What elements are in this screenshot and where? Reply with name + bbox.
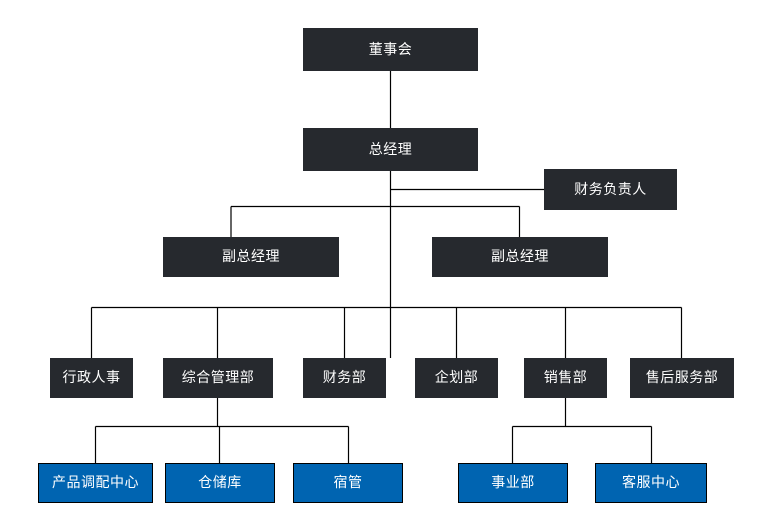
node-label-general-manager: 总经理: [368, 141, 413, 158]
node-unit-product-distribution-center[interactable]: 产品调配中心: [38, 463, 153, 503]
node-unit-customer-service-center[interactable]: 客服中心: [595, 463, 707, 503]
node-label-unit-warehouse: 仓储库: [198, 475, 242, 491]
node-department-admin-hr[interactable]: 行政人事: [50, 358, 133, 398]
node-label-unit-dormitory-management: 宿管: [333, 475, 363, 491]
node-label-department-sales: 销售部: [543, 370, 588, 386]
node-label-unit-business-division: 事业部: [491, 475, 535, 491]
node-label-unit-product-distribution-center: 产品调配中心: [52, 475, 139, 491]
node-department-finance[interactable]: 财务部: [303, 358, 386, 398]
node-label-department-general-management: 综合管理部: [181, 370, 255, 386]
node-label-unit-customer-service-center: 客服中心: [622, 475, 680, 491]
node-label-department-admin-hr: 行政人事: [62, 370, 121, 386]
node-label-finance-officer: 财务负责人: [574, 181, 647, 198]
node-unit-warehouse[interactable]: 仓储库: [165, 463, 275, 503]
node-department-after-sales-service[interactable]: 售后服务部: [630, 358, 734, 398]
node-unit-business-division[interactable]: 事业部: [458, 463, 568, 503]
node-label-department-after-sales-service: 售后服务部: [645, 370, 719, 386]
node-board[interactable]: 董事会: [303, 28, 478, 71]
node-label-department-planning: 企划部: [434, 370, 479, 386]
node-department-general-management[interactable]: 综合管理部: [163, 358, 273, 398]
node-label-deputy-general-manager-right: 副总经理: [491, 249, 549, 265]
node-finance-officer[interactable]: 财务负责人: [544, 169, 677, 210]
node-label-board: 董事会: [368, 41, 413, 58]
node-department-sales[interactable]: 销售部: [524, 358, 607, 398]
node-label-department-finance: 财务部: [322, 370, 367, 386]
node-label-deputy-general-manager-left: 副总经理: [222, 249, 280, 265]
node-department-planning[interactable]: 企划部: [415, 358, 498, 398]
node-deputy-general-manager-left[interactable]: 副总经理: [163, 237, 339, 277]
node-unit-dormitory-management[interactable]: 宿管: [293, 463, 403, 503]
node-general-manager[interactable]: 总经理: [303, 128, 478, 171]
node-deputy-general-manager-right[interactable]: 副总经理: [432, 237, 608, 277]
